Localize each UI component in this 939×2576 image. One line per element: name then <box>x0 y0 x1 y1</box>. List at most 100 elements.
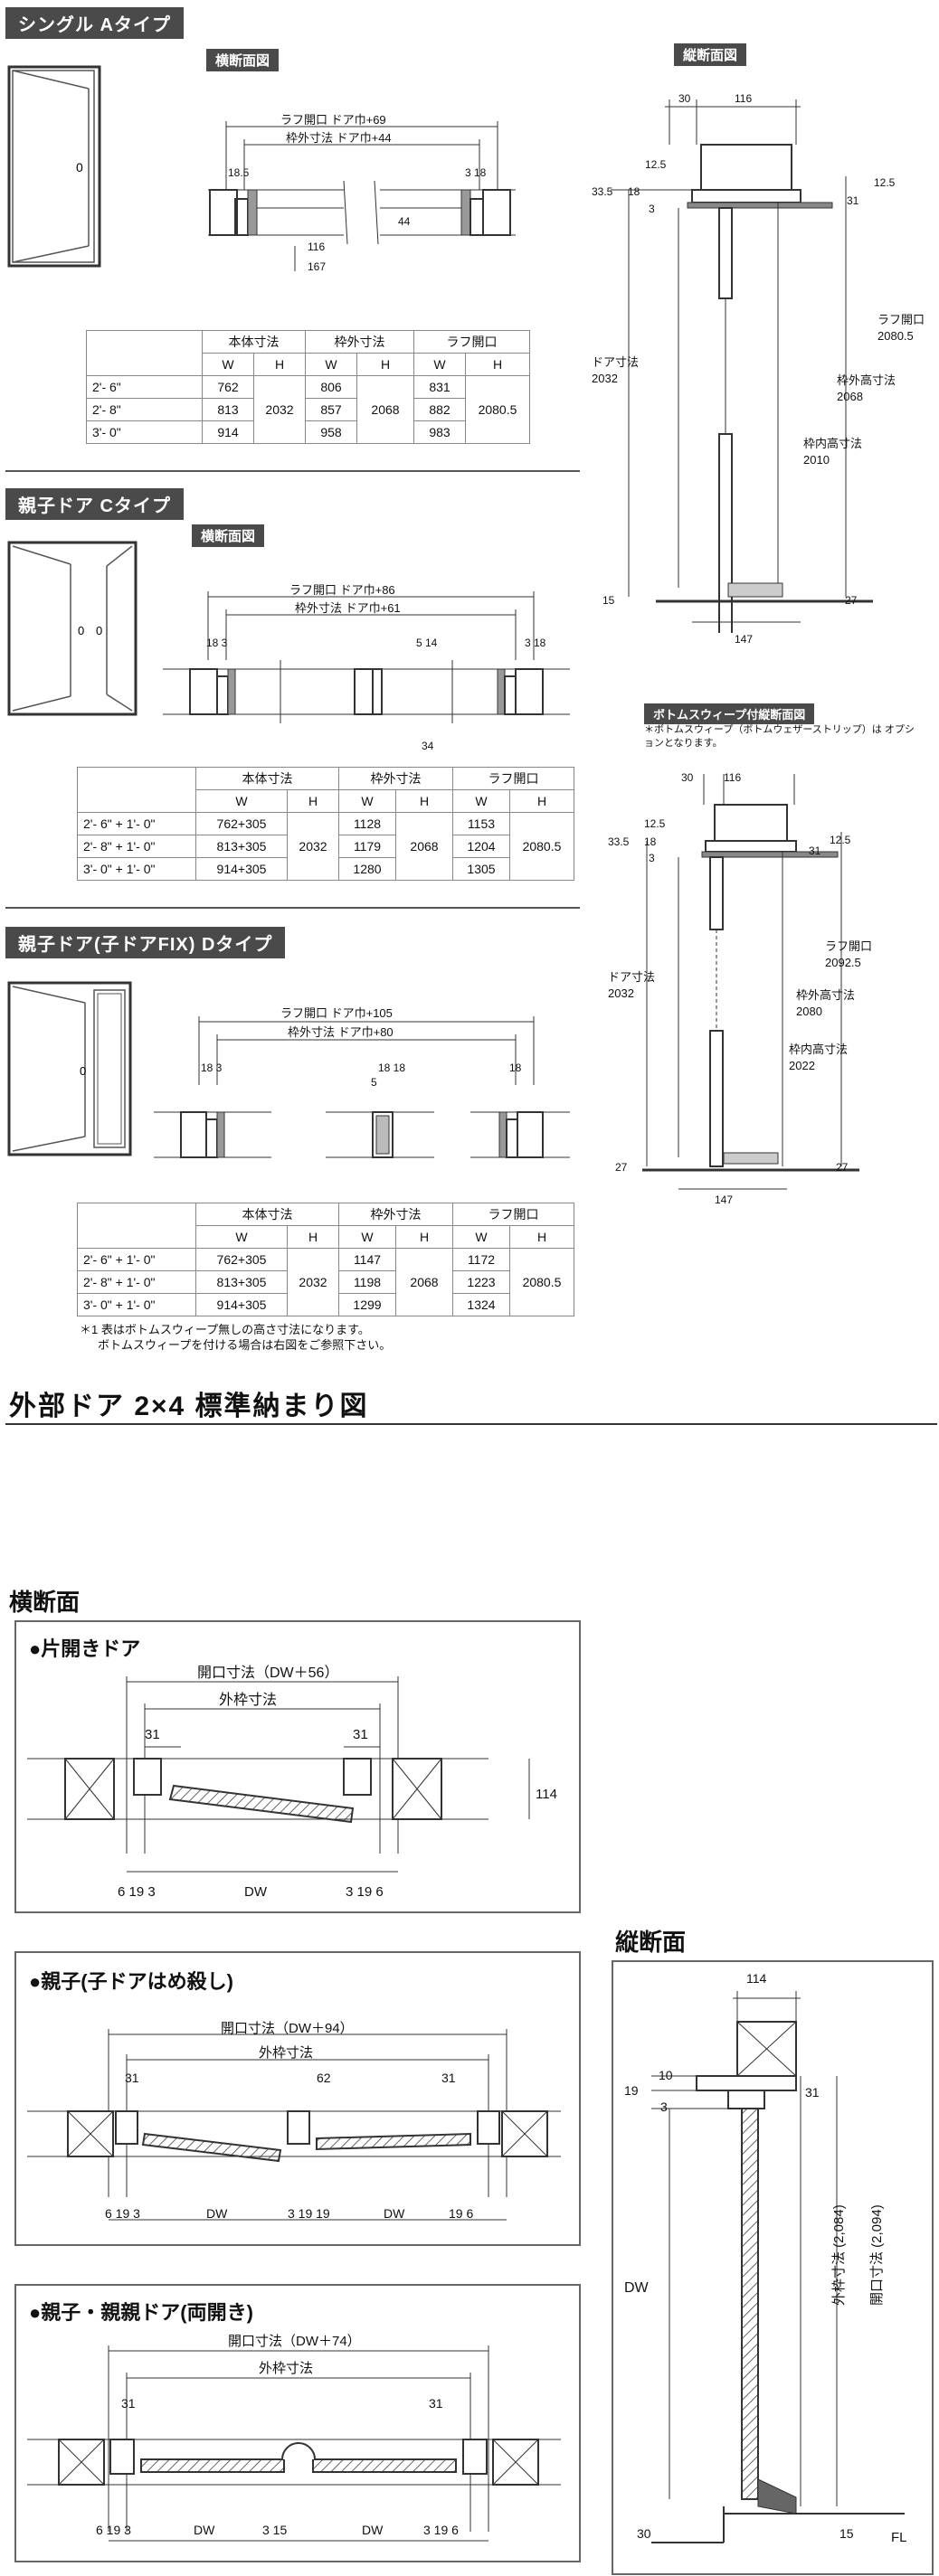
d-dim-18: 18 <box>509 1062 522 1074</box>
bottom-sweep-tag: ボトムスウィープ付縦断面図 <box>644 703 815 724</box>
single-door-plan <box>27 1676 530 1873</box>
w-header: W <box>413 353 466 376</box>
v1-dim-116: 116 <box>735 92 753 105</box>
cross-section-label-c: 横断面図 <box>192 524 265 547</box>
p3-dim-31a: 31 <box>121 2396 136 2411</box>
v1-dim-33-5: 33.5 <box>592 185 613 198</box>
size-label: 2'- 6" + 1'- 0" <box>77 812 196 835</box>
v2-dim-116: 116 <box>724 771 742 784</box>
single-dim-3-18: 3 18 <box>465 166 487 179</box>
v2-dim-12-5a: 12.5 <box>644 817 666 830</box>
panel-title: ●親子(子ドアはめ殺し) <box>29 1970 233 1993</box>
w-header: W <box>452 1225 510 1249</box>
size-label: 3'- 0" <box>86 420 203 444</box>
v-dim-31: 31 <box>805 2085 820 2099</box>
body-w: 813+305 <box>195 1270 288 1294</box>
divider <box>5 907 580 909</box>
h-header: H <box>509 789 574 813</box>
w-header: W <box>338 789 396 813</box>
v1-dim-30: 30 <box>678 92 691 105</box>
body-w: 762+305 <box>195 1248 288 1271</box>
p2-frame-dim: 外枠寸法 <box>259 2045 314 2061</box>
v1-dim-31: 31 <box>847 194 859 207</box>
waku-header: 枠外寸法 <box>338 1203 453 1226</box>
v2-dim-18: 18 <box>644 835 657 848</box>
rough-w: 1324 <box>452 1293 510 1316</box>
v2-dim-3: 3 <box>649 852 655 864</box>
size-label: 2'- 8" <box>86 398 203 421</box>
p1-dim-114: 114 <box>536 1787 557 1802</box>
v1-dim-3: 3 <box>649 203 655 215</box>
w-header: W <box>452 789 510 813</box>
frame-h: 2068 <box>356 375 414 444</box>
vertical-section-2 <box>642 774 859 1190</box>
p3-dim-right: 3 19 6 <box>423 2523 459 2537</box>
frame-w: 958 <box>305 420 357 444</box>
p3-frame-dim: 外枠寸法 <box>259 2361 314 2376</box>
vertical-section-1 <box>611 99 873 633</box>
panel-title: ●親子・親親ドア(両開き) <box>29 2301 253 2324</box>
h-header: H <box>287 1225 339 1249</box>
body-w: 762+305 <box>195 812 288 835</box>
v2-dim-27b: 27 <box>836 1161 849 1174</box>
h-header: H <box>287 789 339 813</box>
h-header: H <box>395 789 453 813</box>
w-header: W <box>195 789 288 813</box>
body-w: 914+305 <box>195 1293 288 1316</box>
h-header: H <box>465 353 530 376</box>
frame-h: 2068 <box>395 812 453 881</box>
hontai-header: 本体寸法 <box>195 1203 339 1226</box>
single-a-type-tag: シングル Aタイプ <box>5 7 184 39</box>
v2-dim-31: 31 <box>809 845 821 857</box>
bottom-sweep-note: ＊ボトムスウィープ（ボトムウェザーストリップ）は オプションとなります。 <box>644 724 915 749</box>
v2-dim-33-5: 33.5 <box>608 835 630 848</box>
v-dim-19: 19 <box>624 2083 639 2098</box>
footnote-star: ＊1 <box>80 1323 99 1336</box>
cross-section-heading: 横断面 <box>9 1589 81 1616</box>
d-type-tag: 親子ドア(子ドアFIX) Dタイプ <box>5 927 286 958</box>
frame-w: 1147 <box>338 1248 396 1271</box>
p1-dim-dw: DW <box>244 1884 267 1900</box>
panel-title: ●片開きドア <box>29 1637 141 1660</box>
v-dim-15: 15 <box>839 2526 854 2541</box>
rough-w: 1204 <box>452 835 510 858</box>
waku-header: 枠外寸法 <box>305 330 414 354</box>
single-dim-18-5: 18.5 <box>228 166 250 179</box>
h-header: H <box>395 1225 453 1249</box>
p2-dim-31a: 31 <box>125 2071 139 2085</box>
frame-w: 857 <box>305 398 357 421</box>
w-header: W <box>305 353 357 376</box>
p1-open-dim: 開口寸法（DW＋56） <box>197 1665 339 1681</box>
v2-dim-30: 30 <box>681 771 694 784</box>
c-door-elevation: 0 0 <box>7 541 138 716</box>
p3-dim-dw2: DW <box>362 2523 384 2537</box>
footnote: ＊1 表はボトムスウィープ無しの高さ寸法になります。 ボトムスウィープを付ける場… <box>80 1322 391 1353</box>
rough-header: ラフ開口 <box>452 767 574 790</box>
p3-dim-left: 6 19 3 <box>96 2523 131 2537</box>
body-h: 2032 <box>287 1248 339 1316</box>
d-cross-section <box>154 1016 570 1158</box>
single-dim-167: 167 <box>308 260 327 273</box>
single-dim-116: 116 <box>308 241 326 253</box>
single-frame-dim: 枠外寸法 ドア巾+44 <box>286 131 392 145</box>
rough-w: 1223 <box>452 1270 510 1294</box>
body-w: 914 <box>202 420 254 444</box>
c-rough-dim: ラフ開口 ドア巾+86 <box>289 583 395 597</box>
title-underline <box>5 1423 937 1425</box>
double-door-plan <box>27 2345 561 2542</box>
p1-dim-31b: 31 <box>353 1727 368 1742</box>
page-title: 外部ドア 2×4 標準納まり図 <box>9 1392 369 1421</box>
c-frame-dim: 枠外寸法 ドア巾+61 <box>295 601 401 615</box>
w-header: W <box>338 1225 396 1249</box>
